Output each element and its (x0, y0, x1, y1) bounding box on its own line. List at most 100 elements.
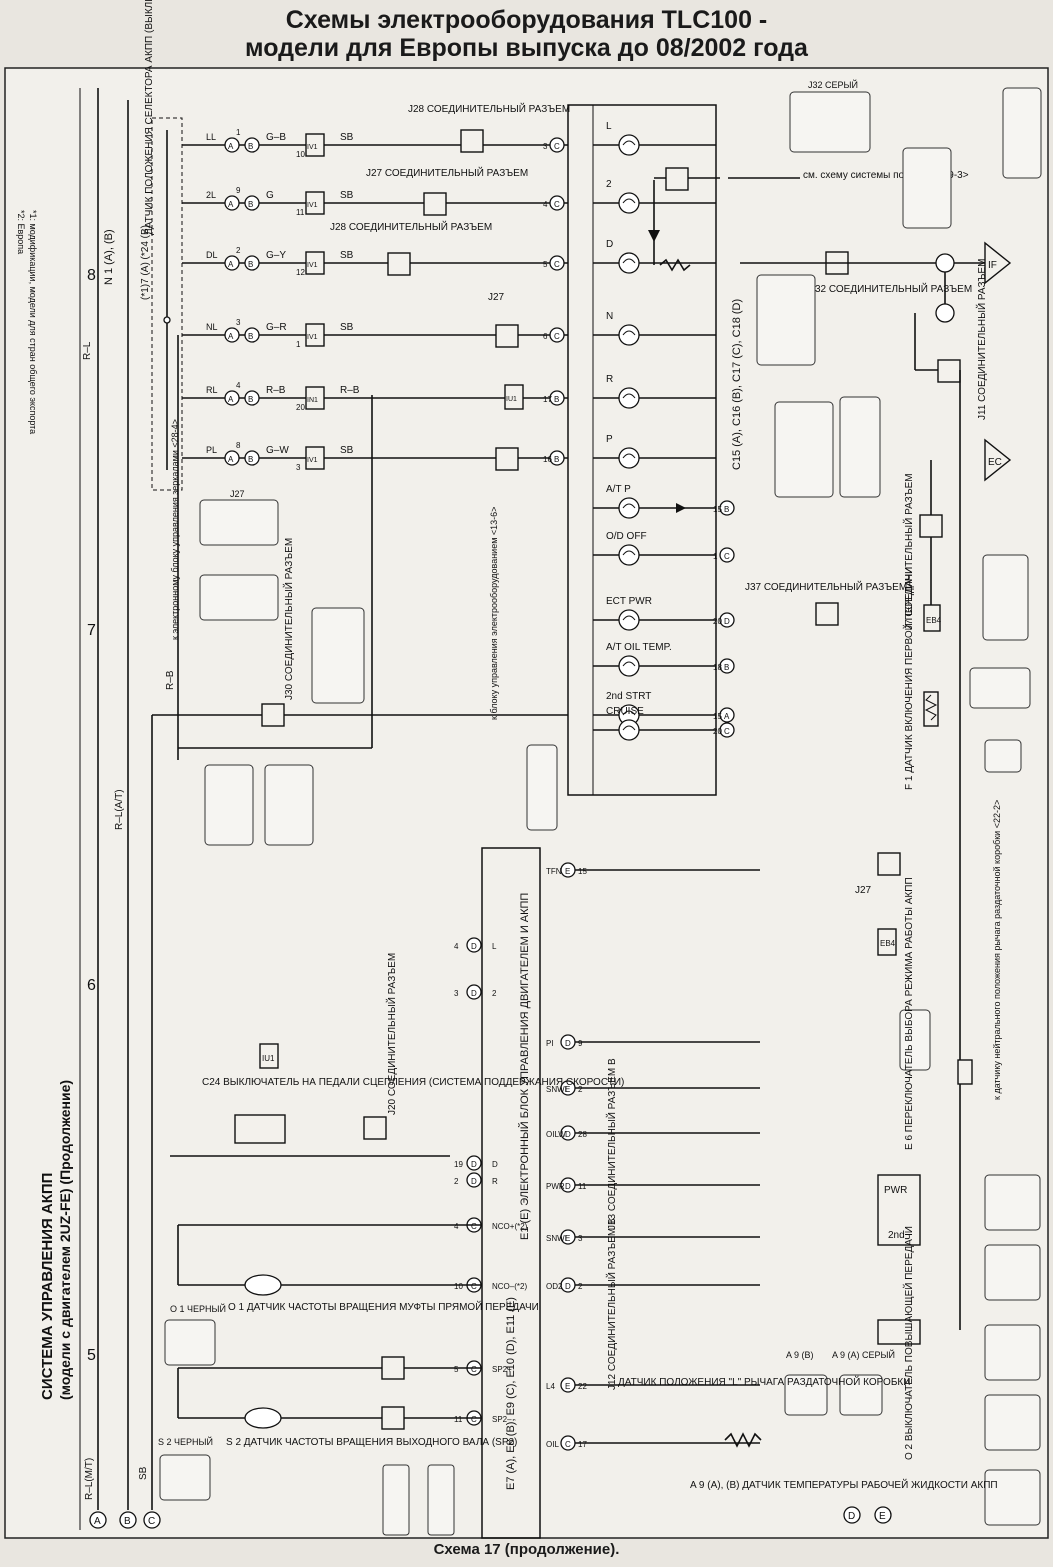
j28c-connector (495, 447, 519, 471)
a9-grey-label: A 9 (A) СЕРЫЙ (832, 1349, 895, 1360)
f1-sensor (923, 691, 939, 727)
n1-row-connector-id: IV1 (307, 144, 318, 151)
n1-row-wire-sb: SB (340, 132, 354, 143)
j11-pin-2b (935, 303, 955, 323)
j28-connector-icon (199, 574, 279, 621)
ecu-pin-name: L4 (546, 1382, 555, 1391)
c24-switch (234, 1114, 286, 1144)
j27-lower-label: J27 (855, 885, 872, 896)
bottom-terminal (119, 1511, 137, 1529)
j11-label: J11 СОЕДИНИТЕЛЬНЫЙ РАЗЪЕМ (975, 259, 988, 420)
j27-connector-icon (199, 499, 279, 546)
s2-black-connector-icon (159, 1454, 211, 1501)
meter-pin-number: 15 (713, 505, 722, 514)
ecu-pin-connector: C (565, 1440, 571, 1449)
ecu-pin-connector: E (565, 1382, 570, 1391)
note-2: *2: Европа (16, 210, 26, 254)
j32-grey-connector-icon (789, 91, 871, 153)
c18-connector-icon (902, 147, 952, 229)
j12-connector-icon (382, 1464, 410, 1536)
n1-pin-b-letter: B (248, 260, 253, 269)
lighting-note: см. схему системы подсветки <9-3> (803, 170, 969, 181)
e6-2nd-label: 2nd (888, 1230, 905, 1241)
bottom-terminal (843, 1506, 861, 1524)
j30-connector-icon (311, 607, 365, 704)
a9a-grey-connector-icon (839, 1374, 883, 1416)
eb4-lower-label: EB4 (880, 939, 896, 948)
n1-sensor-title: N 1 (A), (B) (103, 229, 115, 285)
ground-ec-label: EC (988, 457, 1002, 468)
n1b-grey-connector-icon (264, 764, 314, 846)
n1-label: ДАТЧИК ПОЛОЖЕНИЯ СЕЛЕКТОРА АКПП (ВЫКЛЮЧА… (144, 0, 155, 235)
n1-row-wire-sb: SB (340, 322, 354, 333)
c17-connector-icon (756, 274, 816, 366)
ecu-pin-connector: D (471, 942, 477, 951)
ecu-pin-connector: E (565, 1234, 570, 1243)
meter-pin-number: 5 (543, 260, 548, 269)
meter-lamp-icon (618, 497, 640, 519)
page-footer: Схема 17 (продолжение). (433, 1541, 620, 1558)
n1-row-name: LL (206, 132, 216, 142)
side-title-line2: (модели с двигателем 2UZ-FE) (Продолжени… (57, 1080, 73, 1400)
mirror-ref: к электронному блоку управления зеркалам… (170, 419, 180, 640)
combination-meter-frame (567, 104, 717, 796)
bottom-terminal (874, 1506, 892, 1524)
j30-connector (261, 703, 285, 727)
ecu-pin (466, 984, 482, 1000)
ecu-pin-name: 2 (492, 989, 497, 998)
meter-pin-number: 3 (543, 142, 548, 151)
eb2-upper (381, 1356, 405, 1380)
ecu-pin-number: 19 (454, 1160, 463, 1169)
j7-connector (919, 514, 943, 538)
meter-pin-connector: D (724, 617, 730, 626)
n1-row-connector-id: IV1 (307, 202, 318, 209)
n1a-grey-connector-icon (204, 764, 254, 846)
n1-pin-a (224, 390, 240, 406)
j32-grey-label: J32 СЕРЫЙ (808, 79, 858, 90)
ecu-pin-number: 3 (578, 1234, 583, 1243)
meter-pin-number: 20 (713, 727, 722, 736)
ecu-frame (481, 847, 541, 1539)
meter-pin (549, 390, 565, 406)
ecu-pin-name: PWR (546, 1182, 565, 1191)
j7-red-connector-icon (982, 554, 1029, 641)
j37-connector (815, 602, 839, 626)
meter-lamp-label: L (606, 121, 612, 132)
n1-row-connector-id: IV1 (307, 457, 318, 464)
ecu-pin (466, 1155, 482, 1171)
n1-row-connector-id: IN1 (307, 397, 318, 404)
eb4-upper-label: EB4 (926, 616, 942, 625)
resistor-icon (659, 258, 691, 272)
a9-label: A 9 (A), (B) ДАТЧИК ТЕМПЕРАТУРЫ РАБОЧЕЙ … (690, 1478, 998, 1491)
ecu-pin-connector: C (471, 1415, 477, 1424)
meter-pin-number: 4 (543, 200, 548, 209)
ecu-pin-name: TFN (546, 867, 562, 876)
grid-number-5: 5 (87, 1347, 96, 1364)
ground-if-label: IF (988, 260, 997, 271)
atp-diode-icon (676, 503, 686, 513)
meter-pin-connector: B (554, 395, 559, 404)
j37-connector-icon (969, 667, 1031, 709)
f1-label: F 1 ДАТЧИК ВКЛЮЧЕНИЯ ПЕРВОЙ ПЕРЕДАЧИ (902, 567, 915, 790)
ecu-pin-number: 9 (578, 1039, 583, 1048)
meter-pin (719, 612, 735, 628)
j28b-connector (387, 252, 411, 276)
ecu-pin-name: NCO+(*2) (492, 1222, 528, 1231)
j7-label: J7 СОЕДИНИТЕЛЬНЫЙ РАЗЪЕМ (902, 473, 915, 630)
ecu-label: E1 (E) ЭЛЕКТРОННЫЙ БЛОК УПРАВЛЕНИЯ ДВИГА… (518, 893, 531, 1240)
meter-lamp-icon (618, 192, 640, 214)
n1-pin-a (224, 450, 240, 466)
ecu-pin-name: NCO–(*2) (492, 1282, 527, 1291)
grid-number-6: 6 (87, 977, 96, 994)
meter-lamp-icon (618, 324, 640, 346)
meter-pin-connector: C (724, 727, 730, 736)
ecu-pin-number: 11 (578, 1182, 587, 1191)
meter-lamp-icon (618, 609, 640, 631)
n1-row-connector-pin: 11 (296, 208, 305, 217)
ground-ec-icon (984, 438, 1012, 482)
meter-lamp-label: R (606, 374, 613, 385)
meter-relay (665, 167, 689, 191)
n1-pin-a (224, 255, 240, 271)
bottom-terminal-letter: B (124, 1516, 131, 1527)
n1-row-pin: 3 (236, 318, 241, 327)
